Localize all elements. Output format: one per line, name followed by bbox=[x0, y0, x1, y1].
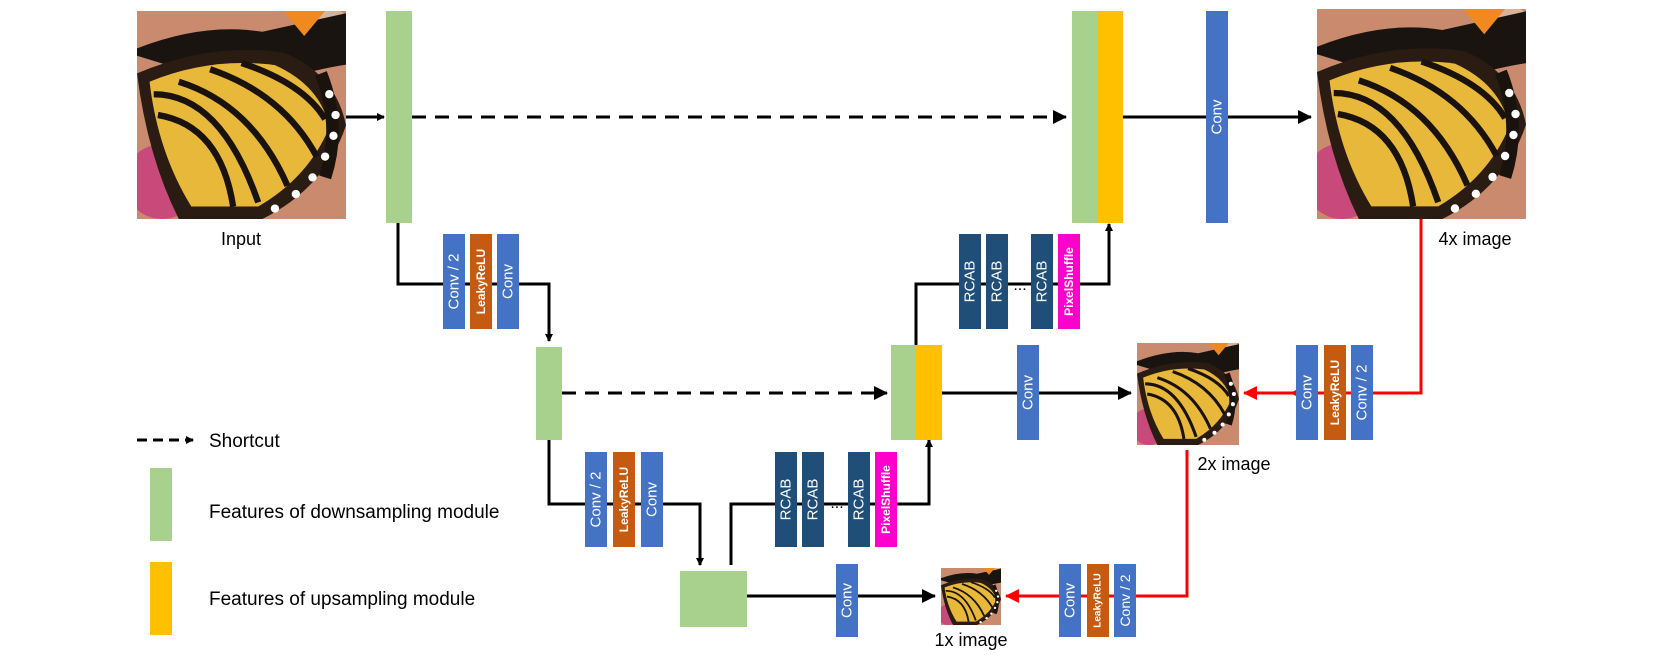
svg-text:Conv: Conv bbox=[1062, 582, 1079, 618]
svg-text:Conv / 2: Conv / 2 bbox=[1117, 574, 1133, 626]
up-feature-level2-yellow bbox=[916, 345, 942, 440]
svg-text:LeakyReLU: LeakyReLU bbox=[1328, 360, 1342, 425]
out4x-label: 4x image bbox=[1438, 229, 1511, 249]
legend-up-swatch bbox=[150, 562, 172, 635]
block-leaky-r1: LeakyReLU bbox=[1087, 564, 1109, 637]
block-conv-half-d1: Conv / 2 bbox=[443, 234, 465, 329]
legend-up-label: Features of upsampling module bbox=[209, 589, 475, 610]
block-leaky-r2: LeakyReLU bbox=[1324, 345, 1346, 440]
block-conv-out-4x: Conv bbox=[1206, 11, 1228, 223]
svg-text:Conv / 2: Conv / 2 bbox=[446, 254, 463, 310]
out1x-label: 1x image bbox=[934, 630, 1007, 650]
block-conv-d1: Conv bbox=[497, 234, 519, 329]
block-leaky-d2: LeakyReLU bbox=[613, 452, 635, 547]
down-feature-level3 bbox=[680, 571, 747, 627]
block-rcab-u2-1: RCAB bbox=[959, 234, 981, 329]
block-conv-r2: Conv bbox=[1296, 345, 1318, 440]
svg-text:Conv: Conv bbox=[1209, 99, 1226, 135]
input-image bbox=[137, 11, 346, 219]
up-feature-level1-green bbox=[1072, 11, 1098, 223]
svg-text:LeakyReLU: LeakyReLU bbox=[617, 467, 631, 532]
block-conv-r1: Conv bbox=[1059, 564, 1081, 637]
svg-text:LeakyReLU: LeakyReLU bbox=[474, 249, 488, 314]
legend-down-label: Features of downsampling module bbox=[209, 502, 499, 523]
block-pixelshuffle-u3: PixelShuffle bbox=[875, 452, 897, 547]
block-rcab-u3-3: RCAB bbox=[848, 452, 870, 547]
svg-text:PixelShuffle: PixelShuffle bbox=[1062, 247, 1076, 316]
shortcuts bbox=[412, 110, 1067, 400]
input-label: Input bbox=[221, 229, 261, 249]
up-feature-level2-green bbox=[891, 345, 917, 440]
ellipsis-u3: ... bbox=[830, 495, 843, 512]
out2x-label: 2x image bbox=[1197, 454, 1270, 474]
svg-text:RCAB: RCAB bbox=[1034, 261, 1051, 303]
svg-text:RCAB: RCAB bbox=[778, 479, 795, 521]
down-feature-level2 bbox=[536, 347, 562, 440]
block-conv-out-2x: Conv bbox=[1017, 345, 1039, 440]
svg-text:LeakyReLU: LeakyReLU bbox=[1093, 573, 1104, 627]
svg-text:Conv: Conv bbox=[839, 582, 856, 618]
block-rcab-u3-2: RCAB bbox=[802, 452, 824, 547]
block-conv-half-d2: Conv / 2 bbox=[585, 452, 607, 547]
output-4x-image bbox=[1317, 9, 1526, 219]
ellipsis-u2: ... bbox=[1013, 277, 1026, 294]
block-conv-out-1x: Conv bbox=[836, 564, 858, 637]
svg-text:RCAB: RCAB bbox=[805, 479, 822, 521]
svg-text:Conv: Conv bbox=[1020, 374, 1037, 410]
svg-text:RCAB: RCAB bbox=[851, 479, 868, 521]
block-rcab-u3-1: RCAB bbox=[775, 452, 797, 547]
legend-shortcut-label: Shortcut bbox=[209, 431, 280, 452]
block-rcab-u2-3: RCAB bbox=[1031, 234, 1053, 329]
block-leaky-d1: LeakyReLU bbox=[470, 234, 492, 329]
output-1x-image bbox=[941, 568, 1001, 625]
svg-text:RCAB: RCAB bbox=[989, 261, 1006, 303]
down-feature-level1 bbox=[386, 11, 412, 223]
block-conv-half-r1: Conv / 2 bbox=[1114, 564, 1136, 637]
block-conv-d2: Conv bbox=[641, 452, 663, 547]
block-conv-half-r2: Conv / 2 bbox=[1351, 345, 1373, 440]
legend-down-swatch bbox=[150, 468, 172, 541]
output-2x-image bbox=[1137, 343, 1239, 445]
legend: Shortcut Features of downsampling module… bbox=[137, 431, 499, 635]
block-rcab-u2-2: RCAB bbox=[986, 234, 1008, 329]
svg-text:Conv: Conv bbox=[1299, 374, 1316, 410]
up-feature-level1-yellow bbox=[1097, 11, 1123, 223]
svg-text:Conv / 2: Conv / 2 bbox=[588, 472, 605, 528]
svg-text:Conv: Conv bbox=[500, 263, 517, 299]
svg-text:Conv: Conv bbox=[644, 481, 661, 517]
svg-text:PixelShuffle: PixelShuffle bbox=[879, 465, 893, 534]
block-pixelshuffle-u2: PixelShuffle bbox=[1058, 234, 1080, 329]
svg-text:RCAB: RCAB bbox=[962, 261, 979, 303]
svg-text:Conv / 2: Conv / 2 bbox=[1354, 365, 1371, 421]
